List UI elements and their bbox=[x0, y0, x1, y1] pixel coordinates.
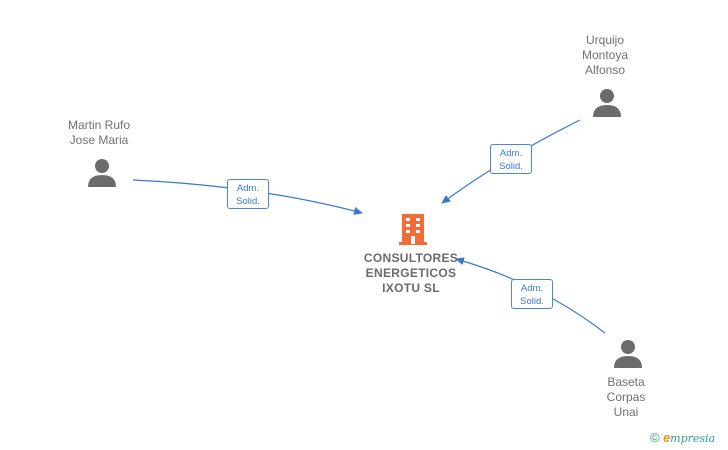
edge-badge-line: Solid. bbox=[236, 196, 260, 207]
person-name-baseta[interactable]: Baseta Corpas Unai bbox=[566, 375, 686, 420]
brand-footer: © empresia bbox=[650, 430, 715, 446]
copyright-icon: © bbox=[650, 430, 660, 445]
edge-badge-line: Adm. bbox=[520, 283, 544, 294]
company-name[interactable]: CONSULTORES ENERGETICOS IXOTU SL bbox=[351, 251, 471, 296]
company-name-line: IXOTU SL bbox=[382, 281, 440, 295]
brand-logo-text: mpresia bbox=[670, 432, 716, 445]
edge-badge-line: Solid. bbox=[499, 161, 523, 172]
person-icon[interactable] bbox=[592, 87, 622, 117]
person-name-line: Montoya bbox=[581, 48, 629, 62]
building-icon[interactable] bbox=[397, 212, 429, 246]
edge-badge-line: Adm. bbox=[499, 148, 523, 159]
brand-logo-initial: e bbox=[662, 430, 671, 445]
person-name-line: Unai bbox=[613, 405, 639, 419]
edge-badge-baseta[interactable]: Adm. Solid. bbox=[511, 279, 553, 309]
company-name-line: ENERGETICOS bbox=[365, 266, 457, 280]
edge-badge-line: Adm. bbox=[236, 183, 260, 194]
person-icon[interactable] bbox=[613, 338, 643, 368]
edge-badge-urquijo[interactable]: Adm. Solid. bbox=[490, 144, 532, 174]
company-name-line: CONSULTORES bbox=[363, 251, 459, 265]
person-name-urquijo[interactable]: Urquijo Montoya Alfonso bbox=[545, 33, 665, 78]
edge-badge-line: Solid. bbox=[520, 296, 544, 307]
person-name-martin[interactable]: Martin Rufo Jose Maria bbox=[39, 118, 159, 148]
person-name-line: Urquijo bbox=[585, 33, 624, 47]
person-name-line: Alfonso bbox=[584, 63, 626, 77]
edge-badge-martin[interactable]: Adm. Solid. bbox=[227, 179, 269, 209]
person-name-line: Corpas bbox=[606, 390, 646, 404]
person-name-line: Jose Maria bbox=[69, 133, 129, 147]
person-name-line: Martin Rufo bbox=[67, 118, 131, 132]
person-name-line: Baseta bbox=[607, 375, 645, 389]
person-icon[interactable] bbox=[87, 157, 117, 187]
